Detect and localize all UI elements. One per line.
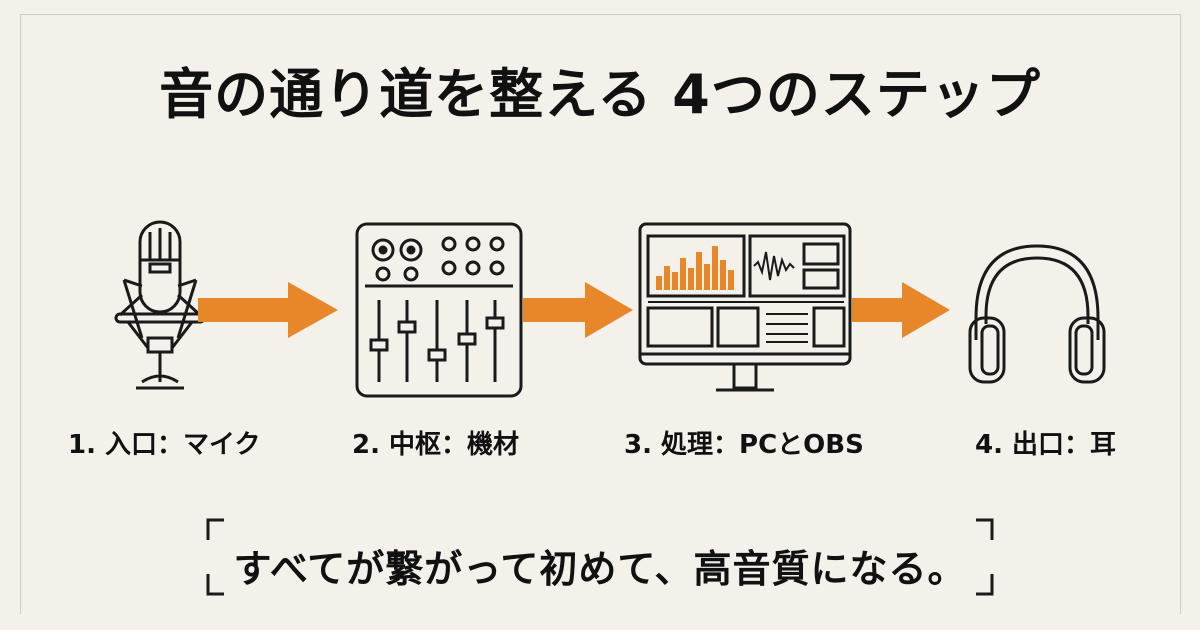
corner-bracket-bottom-left [206,574,224,596]
arrow-2-to-3 [523,282,633,338]
arrow-3-to-4 [852,282,950,338]
arrow-1-to-2 [198,282,338,338]
page-title: 音の通り道を整える 4つのステップ [159,63,1041,126]
step-label-1: 1. 入口：マイク [68,430,261,460]
headphones-icon [968,244,1106,384]
audio-mixer-icon [355,222,523,398]
step-label-3: 3. 処理：PCとOBS [624,430,864,460]
frame-line-right [1180,14,1181,614]
conclusion-text: すべてが繋がって初めて、高音質になる。 [233,547,967,591]
corner-bracket-top-left [206,518,224,540]
computer-monitor-icon [638,222,852,392]
frame-line-left [20,14,21,614]
microphone-icon [114,220,206,390]
corner-bracket-top-right [976,518,994,540]
frame-line-top [20,14,1180,15]
step-label-4: 4. 出口：耳 [975,430,1117,460]
corner-bracket-bottom-right [976,574,994,596]
step-label-2: 2. 中枢：機材 [352,430,520,460]
